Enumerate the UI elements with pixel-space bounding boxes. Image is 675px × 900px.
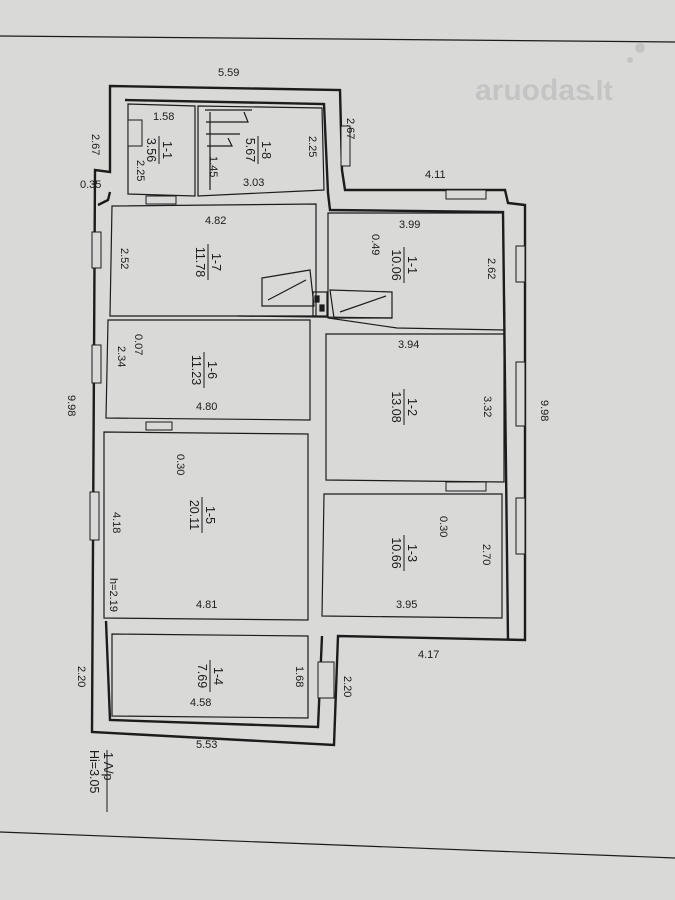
room-1-5-id: 1-5 xyxy=(203,506,217,524)
dim-right-upper: 2.67 xyxy=(344,118,356,139)
room-1-6-id: 1-6 xyxy=(205,361,219,379)
watermark-suffix: .lt xyxy=(588,75,613,106)
room-1-5-area: 20.11 xyxy=(187,500,201,530)
room-1-7-area: 11.78 xyxy=(193,247,207,277)
legend-floor: 1 A/p xyxy=(101,752,115,781)
watermark-dot-icon-2 xyxy=(627,57,633,63)
dim-r18-w: 3.03 xyxy=(243,177,264,189)
room-1-8-area: 5.67 xyxy=(243,138,257,162)
dim-right-lower: 2.20 xyxy=(341,676,353,697)
dim-r11-w: 3.99 xyxy=(399,219,420,231)
dim-r15-w: 4.81 xyxy=(196,599,217,611)
room-1-7: 1-7 11.78 xyxy=(193,244,223,280)
room-1-5-height: h=2.19 xyxy=(107,578,119,612)
room-1-8-id: 1-8 xyxy=(259,141,273,159)
room-1-6-area: 11.23 xyxy=(189,355,203,385)
room-1-3: 1-3 10.66 xyxy=(389,535,419,571)
room-1-9: 1-1 3.56 xyxy=(144,136,174,164)
room-1-3-id: 1-3 xyxy=(405,544,419,562)
dim-bottom-width: 5.53 xyxy=(196,739,217,751)
dim-r11-t: 0.49 xyxy=(369,234,381,255)
dim-r12-w: 3.94 xyxy=(398,339,419,351)
room-1-7-id: 1-7 xyxy=(209,253,223,271)
dim-r13-h: 2.70 xyxy=(480,544,492,565)
dim-right-height: 9.98 xyxy=(538,400,550,421)
room-labels: 1-1 3.56 1-8 5.67 1-7 11.78 1-6 11.23 1-… xyxy=(107,136,419,692)
legend: 1 A/p Hi=3.05 xyxy=(87,750,115,812)
dim-step-top: 4.11 xyxy=(425,169,446,181)
dim-left-lower: 2.20 xyxy=(75,666,87,687)
dim-r14-h: 1.68 xyxy=(293,666,305,687)
dim-r16-t: 0.07 xyxy=(132,334,144,355)
paper-bottom-line xyxy=(0,831,675,859)
dim-r18-h2: 1.45 xyxy=(207,156,219,177)
dim-r18-h: 2.25 xyxy=(306,136,318,157)
dim-r17-w: 4.82 xyxy=(205,215,226,227)
dim-r13-t: 0.30 xyxy=(437,516,449,537)
dim-top-width: 5.59 xyxy=(218,67,239,79)
dim-r12-h: 3.32 xyxy=(481,396,493,417)
room-1-4: 1-4 7.69 xyxy=(195,660,225,692)
room-1-3-area: 10.66 xyxy=(389,537,403,568)
paper-top-line xyxy=(0,35,675,43)
dim-r11-h: 2.62 xyxy=(485,258,497,279)
room-1-9-area: 3.56 xyxy=(144,138,158,162)
dim-r15-h: 4.18 xyxy=(110,512,122,533)
dim-r16-h: 2.34 xyxy=(115,346,127,367)
room-1-5: 1-5 20.11 xyxy=(187,497,217,533)
watermark-dot-icon xyxy=(635,43,645,53)
watermark-text: aruodas xyxy=(475,74,592,107)
dim-r16-w: 4.80 xyxy=(196,401,217,413)
dim-left-step: 0.35 xyxy=(80,179,101,191)
dim-step-bottom: 4.17 xyxy=(418,649,439,661)
room-1-4-area: 7.69 xyxy=(195,664,209,688)
dim-r15-t: 0.30 xyxy=(174,454,186,475)
room-1-6: 1-6 11.23 xyxy=(189,352,219,388)
dim-r14-w: 4.58 xyxy=(190,697,211,709)
dimension-labels: 5.59 5.53 9.98 9.98 2.67 0.35 2.20 2.67 … xyxy=(65,67,550,751)
dim-r17-h: 2.52 xyxy=(118,248,130,269)
room-1-1-area: 10.06 xyxy=(389,249,403,280)
room-1-4-id: 1-4 xyxy=(211,667,225,685)
room-1-9-id: 1-1 xyxy=(160,141,174,159)
dim-r19-w: 1.58 xyxy=(153,111,174,123)
room-1-2-id: 1-2 xyxy=(405,398,419,416)
windows xyxy=(89,119,526,699)
room-1-8: 1-8 5.67 xyxy=(243,136,273,164)
dim-r13-w: 3.95 xyxy=(396,599,417,611)
dim-left-height: 9.98 xyxy=(65,395,77,416)
watermark-logo: aruodas .lt xyxy=(475,43,645,107)
room-walls xyxy=(103,103,506,719)
legend-height: Hi=3.05 xyxy=(87,750,101,793)
room-1-1-id: 1-1 xyxy=(405,256,419,274)
dim-left-upper: 2.67 xyxy=(89,134,101,155)
room-1-2: 1-2 13.08 xyxy=(389,389,419,425)
room-1-1: 1-1 10.06 xyxy=(389,247,419,283)
dim-r19-h: 2.25 xyxy=(134,160,146,181)
room-1-2-area: 13.08 xyxy=(389,391,403,422)
